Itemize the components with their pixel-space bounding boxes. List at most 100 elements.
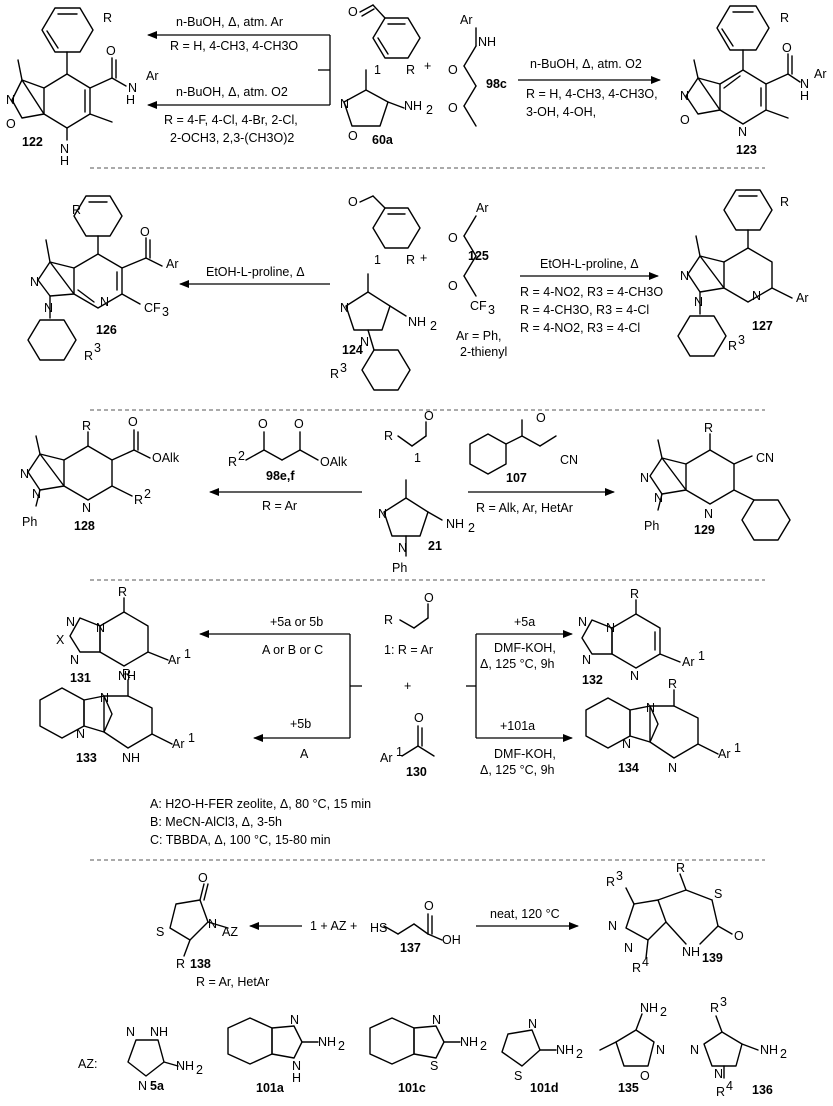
cond-nbuoh-ar: n-BuOH, Δ, atm. Ar bbox=[176, 15, 283, 29]
svg-text:1: 1 bbox=[414, 451, 421, 465]
svg-text:3: 3 bbox=[162, 305, 169, 319]
cond-r-alk: R = Alk, Ar, HetAr bbox=[476, 501, 573, 515]
svg-text:N: N bbox=[100, 295, 109, 309]
label-101a: 101a bbox=[256, 1081, 285, 1095]
label-129: 129 bbox=[694, 523, 715, 537]
svg-text:R: R bbox=[228, 455, 237, 469]
svg-text:OAlk: OAlk bbox=[320, 455, 348, 469]
svg-text:N: N bbox=[622, 737, 631, 751]
svg-text:S: S bbox=[714, 887, 722, 901]
structure-aldehyde-1d bbox=[399, 603, 429, 629]
svg-text:1: 1 bbox=[188, 731, 195, 745]
structure-21 bbox=[383, 479, 443, 557]
structure-128 bbox=[27, 429, 151, 507]
label-125: 125 bbox=[468, 249, 489, 263]
svg-text:R: R bbox=[716, 1085, 725, 1099]
cond-r-list-3b: 3-OH, 4-OH, bbox=[526, 105, 596, 119]
svg-text:N: N bbox=[668, 761, 677, 775]
label-139: 139 bbox=[702, 951, 723, 965]
svg-text:O: O bbox=[448, 279, 458, 293]
svg-text:R: R bbox=[710, 1001, 719, 1015]
svg-text:N: N bbox=[578, 615, 587, 629]
svg-text:Ar: Ar bbox=[380, 751, 393, 765]
cond-r-ar: R = Ar bbox=[262, 499, 297, 513]
svg-text:O: O bbox=[640, 1069, 650, 1083]
svg-text:2: 2 bbox=[144, 487, 151, 501]
cond-r3-3: R = 4-NO2, R3 = 4-Cl bbox=[520, 321, 640, 335]
svg-text:Ar: Ar bbox=[718, 747, 731, 761]
cond-a: A bbox=[300, 747, 309, 761]
section-3: R O OAlk R 2 N N N Ph 128 O O R 2 OAlk 9… bbox=[20, 409, 791, 575]
svg-text:N: N bbox=[630, 669, 639, 683]
svg-text:O: O bbox=[424, 899, 434, 913]
svg-text:O: O bbox=[414, 711, 424, 725]
svg-text:3: 3 bbox=[720, 995, 727, 1009]
svg-text:NH: NH bbox=[118, 669, 136, 683]
svg-text:NH: NH bbox=[556, 1043, 574, 1057]
cond-r-list-3a: R = H, 4-CH3, 4-CH3O, bbox=[526, 87, 658, 101]
label-127: 127 bbox=[752, 319, 773, 333]
label-136: 136 bbox=[752, 1083, 773, 1097]
svg-text:CN: CN bbox=[560, 453, 578, 467]
svg-text:2: 2 bbox=[238, 449, 245, 463]
structure-101a bbox=[227, 1017, 319, 1065]
label-133: 133 bbox=[76, 751, 97, 765]
label-5a: 5a bbox=[150, 1079, 165, 1093]
az-prefix: AZ: bbox=[78, 1057, 97, 1071]
svg-text:S: S bbox=[156, 925, 164, 939]
svg-text:2: 2 bbox=[338, 1039, 345, 1053]
svg-text:R: R bbox=[668, 677, 677, 691]
svg-text:O: O bbox=[6, 117, 16, 131]
structure-129 bbox=[649, 433, 791, 541]
svg-text:3: 3 bbox=[488, 303, 495, 317]
svg-text:Ar: Ar bbox=[172, 737, 185, 751]
structure-127 bbox=[677, 189, 793, 357]
svg-text:N: N bbox=[340, 97, 349, 111]
svg-text:Ar: Ar bbox=[168, 653, 181, 667]
label-122: 122 bbox=[22, 135, 43, 149]
label-137: 137 bbox=[400, 941, 421, 955]
svg-text:2: 2 bbox=[576, 1047, 583, 1061]
structure-133 bbox=[39, 679, 173, 749]
svg-text:N: N bbox=[582, 653, 591, 667]
svg-text:R: R bbox=[176, 957, 185, 971]
svg-text:O: O bbox=[680, 113, 690, 127]
svg-text:Ph: Ph bbox=[644, 519, 659, 533]
svg-text:H: H bbox=[800, 89, 809, 103]
svg-text:N: N bbox=[680, 89, 689, 103]
svg-text:3: 3 bbox=[738, 333, 745, 347]
svg-text:O: O bbox=[424, 591, 434, 605]
svg-text:2: 2 bbox=[660, 1005, 667, 1019]
svg-text:Ar: Ar bbox=[146, 69, 159, 83]
label-131: 131 bbox=[70, 671, 91, 685]
svg-text:Ar: Ar bbox=[166, 257, 179, 271]
svg-text:3: 3 bbox=[94, 341, 101, 355]
cond-r-list-2a: R = 4-F, 4-Cl, 4-Br, 2-Cl, bbox=[164, 113, 298, 127]
svg-text:R: R bbox=[118, 585, 127, 599]
cond-nbuoh-o2-right: n-BuOH, Δ, atm. O2 bbox=[530, 57, 642, 71]
svg-text:O: O bbox=[294, 417, 304, 431]
svg-text:H: H bbox=[60, 154, 69, 168]
svg-text:N: N bbox=[66, 615, 75, 629]
svg-text:2: 2 bbox=[480, 1039, 487, 1053]
svg-text:R: R bbox=[630, 587, 639, 601]
svg-text:N: N bbox=[378, 507, 387, 521]
svg-text:N: N bbox=[32, 487, 41, 501]
legend-b: B: MeCN-AlCl3, Δ, 3-5h bbox=[150, 815, 282, 829]
r-ar-hetar: R = Ar, HetAr bbox=[196, 975, 269, 989]
svg-text:O: O bbox=[734, 929, 744, 943]
svg-text:CF: CF bbox=[470, 299, 487, 313]
svg-text:NH: NH bbox=[478, 35, 496, 49]
svg-text:2: 2 bbox=[780, 1047, 787, 1061]
cond-nbuoh-o2-left: n-BuOH, Δ, atm. O2 bbox=[176, 85, 288, 99]
structure-aldehyde-1c bbox=[397, 421, 427, 447]
svg-text:4: 4 bbox=[642, 955, 649, 969]
cond-temp-2: Δ, 125 °C, 9h bbox=[480, 763, 555, 777]
svg-text:NH: NH bbox=[408, 315, 426, 329]
svg-text:NH: NH bbox=[460, 1035, 478, 1049]
structure-98ef bbox=[245, 431, 319, 461]
svg-text:CF: CF bbox=[144, 301, 161, 315]
svg-text:NH: NH bbox=[150, 1025, 168, 1039]
svg-text:N: N bbox=[608, 919, 617, 933]
svg-text:N: N bbox=[360, 335, 369, 349]
